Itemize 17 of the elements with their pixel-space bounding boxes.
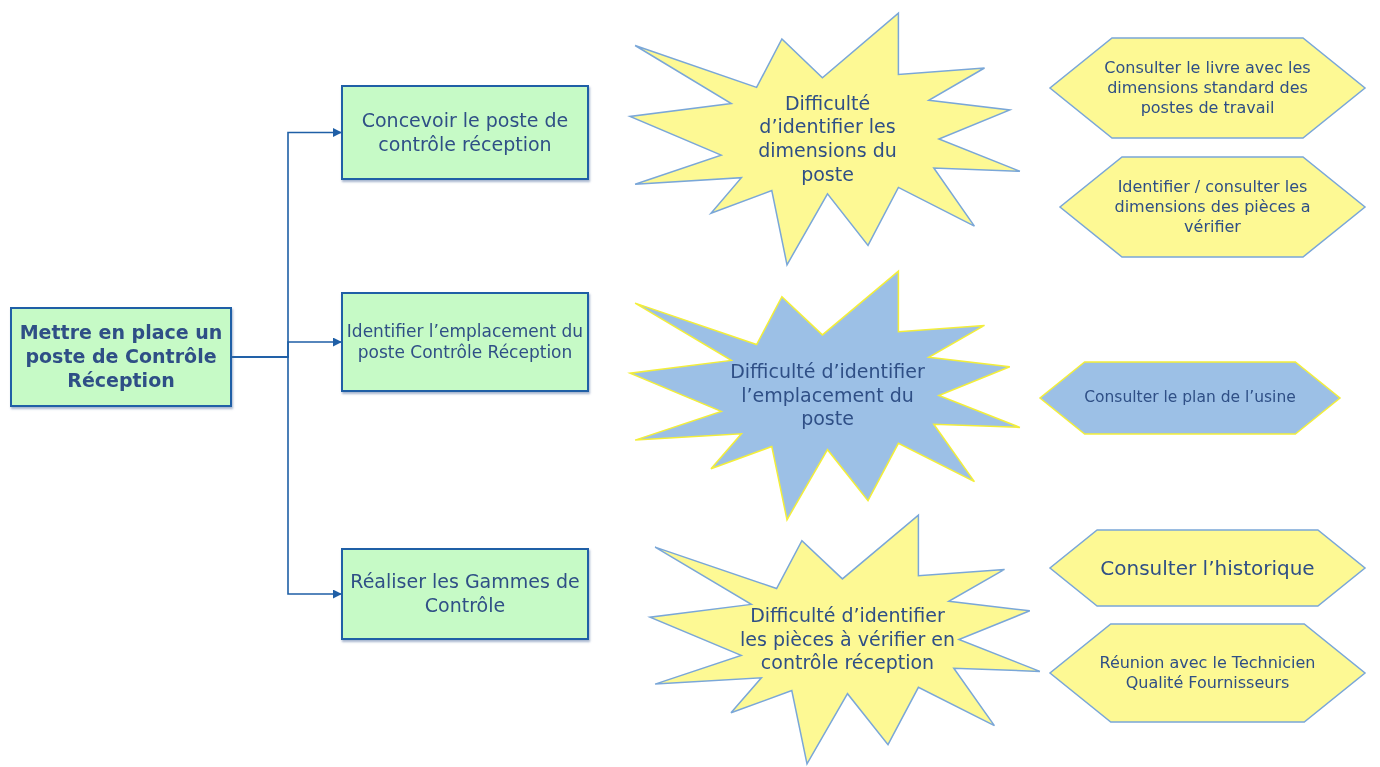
solution-text: Identifier / consulter les dimensions des pièces a vérifier [1113, 177, 1312, 237]
box-text: Identifier l’emplacement du poste Contrôle Réception [345, 320, 585, 364]
problem-text: Difficulté d’identifier les pièces à vérifier en contrôle réception [740, 603, 955, 676]
arrow [231, 356, 342, 599]
solution-text: Réunion avec le Technicien Qualité Fournisseurs [1098, 653, 1317, 693]
box-text: Concevoir le poste de contrôle réception [360, 108, 570, 157]
process-box [341, 292, 589, 392]
process-box [341, 85, 589, 180]
problem-text: Difficulté d’identifier l’emplacement du poste [729, 359, 926, 432]
solution-text: Consulter le livre avec les dimensions standard des postes de travail [1103, 58, 1312, 118]
process-box [341, 548, 589, 640]
goal-box [10, 307, 232, 407]
solution-text: Consulter l’historique [1099, 555, 1316, 581]
solution-text: Consulter le plan de l’usine [1083, 388, 1297, 408]
box-text: Mettre en place un poste de Contrôle Réception [18, 321, 224, 393]
problem-text: Difficulté d’identifier les dimensions du poste [757, 91, 898, 187]
box-text: Réaliser les Gammes de Contrôle [349, 570, 581, 618]
